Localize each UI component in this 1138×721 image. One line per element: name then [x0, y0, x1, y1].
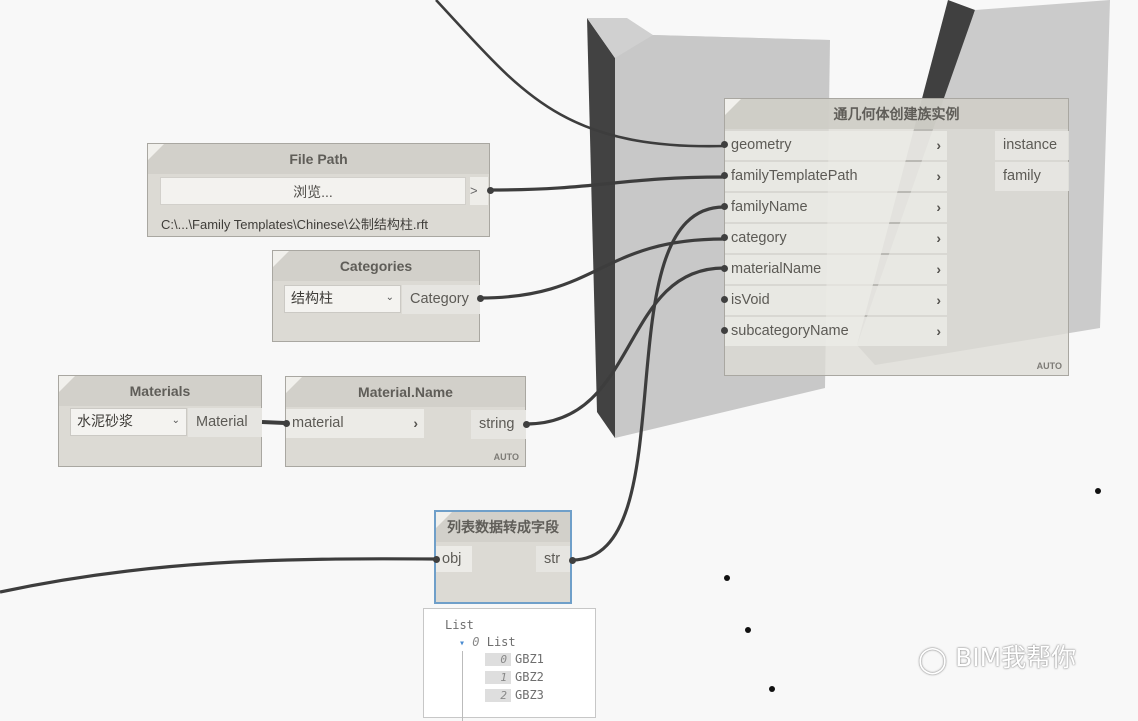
port-dot	[720, 202, 728, 210]
input-port-label: geometry	[731, 137, 792, 153]
str-output-port[interactable]: str	[536, 546, 570, 572]
preview-root-label: List	[445, 618, 474, 632]
input-port-label: familyName	[731, 199, 808, 215]
geometry-point	[1095, 488, 1101, 494]
chevron-right-icon[interactable]: ›	[413, 415, 418, 431]
material-input-label: material	[292, 415, 344, 431]
preview-list-item: 2 GBZ3	[485, 688, 544, 702]
input-port-category[interactable]: category ›	[725, 224, 947, 253]
material-selected-value: 水泥砂浆	[77, 413, 133, 429]
port-dot	[486, 186, 494, 194]
preview-item-value: GBZ2	[515, 670, 544, 684]
preview-list-item: 1 GBZ2	[485, 670, 544, 684]
port-dot	[432, 555, 440, 563]
chevron-right-icon[interactable]: ›	[936, 292, 941, 308]
input-port-geometry[interactable]: geometry ›	[725, 131, 947, 160]
input-port-label: familyTemplatePath	[731, 168, 858, 184]
geometry-point	[724, 575, 730, 581]
port-dot	[282, 419, 290, 427]
chevron-right-icon[interactable]: ›	[936, 230, 941, 246]
category-dropdown[interactable]: 结构柱 ⌄	[284, 285, 401, 313]
categories-node[interactable]: Categories 结构柱 ⌄ Category	[272, 250, 480, 342]
material-dropdown[interactable]: 水泥砂浆 ⌄	[70, 408, 187, 436]
input-port-subcategoryname[interactable]: subcategoryName ›	[725, 317, 947, 346]
wechat-icon: ◯	[918, 645, 948, 675]
chevron-right-icon[interactable]: ›	[936, 199, 941, 215]
preview-item-index: 0	[485, 653, 511, 666]
lacing-label: AUTO	[493, 452, 519, 462]
input-port-isvoid[interactable]: isVoid ›	[725, 286, 947, 315]
material-name-node-title: Material.Name	[286, 377, 525, 407]
preview-item-value: GBZ3	[515, 688, 544, 702]
preview-list-item: 0 GBZ1	[485, 652, 544, 666]
chevron-right-icon[interactable]: ›	[936, 261, 941, 277]
port-dot	[720, 264, 728, 272]
input-port-label: category	[731, 230, 787, 246]
preview-tree-line	[462, 651, 463, 721]
output-port-instance[interactable]: instance	[995, 131, 1069, 160]
geometry-point	[769, 686, 775, 692]
chevron-right-icon[interactable]: ›	[936, 137, 941, 153]
input-port-familyname[interactable]: familyName ›	[725, 193, 947, 222]
port-dot	[720, 140, 728, 148]
category-selected-value: 结构柱	[291, 290, 333, 306]
file-path-output-port[interactable]: >	[470, 177, 488, 205]
material-name-node[interactable]: Material.Name material › string AUTO	[285, 376, 526, 467]
preview-sublist-header[interactable]: ▾ 0 List	[459, 635, 516, 649]
category-output-port[interactable]: Category	[402, 285, 480, 314]
port-dot	[476, 294, 484, 302]
chevron-right-icon[interactable]: ›	[936, 323, 941, 339]
input-port-materialname[interactable]: materialName ›	[725, 255, 947, 284]
browse-button[interactable]: 浏览...	[160, 177, 466, 205]
list-to-string-node-title: 列表数据转成字段	[436, 512, 570, 542]
port-dot	[568, 556, 576, 564]
preview-sublist-index: 0	[472, 635, 480, 649]
material-output-port[interactable]: Material	[188, 408, 262, 437]
port-dot	[720, 295, 728, 303]
list-to-string-node[interactable]: 列表数据转成字段 obj str	[434, 510, 572, 604]
port-dot	[522, 420, 530, 428]
material-input-port[interactable]: material ›	[286, 409, 424, 438]
port-dot	[720, 171, 728, 179]
port-dot	[720, 233, 728, 241]
input-port-label: subcategoryName	[731, 323, 849, 339]
output-port-family[interactable]: family	[995, 162, 1069, 191]
create-family-node-title: 通几何体创建族实例	[725, 99, 1068, 129]
obj-input-port[interactable]: obj	[436, 546, 472, 572]
triangle-down-icon[interactable]: ▾	[459, 638, 466, 649]
chevron-right-icon[interactable]: ›	[936, 168, 941, 184]
string-output-port[interactable]: string	[471, 410, 526, 439]
preview-sublist-label: List	[486, 635, 516, 649]
watermark-text: BIM我帮你	[955, 643, 1077, 672]
file-path-value: C:\...\Family Templates\Chinese\公制结构柱.rf…	[161, 217, 429, 232]
chevron-down-icon: ⌄	[171, 415, 180, 426]
materials-node[interactable]: Materials 水泥砂浆 ⌄ Material	[58, 375, 262, 467]
create-family-instance-node[interactable]: 通几何体创建族实例 geometry›familyTemplatePath›fa…	[724, 98, 1069, 376]
preview-item-value: GBZ1	[515, 652, 544, 666]
preview-item-index: 2	[485, 689, 511, 702]
lacing-label: AUTO	[1036, 361, 1062, 371]
port-dot	[720, 326, 728, 334]
categories-node-title: Categories	[273, 251, 479, 281]
input-port-label: isVoid	[731, 292, 770, 308]
materials-node-title: Materials	[59, 376, 261, 406]
geometry-point	[745, 627, 751, 633]
file-path-node[interactable]: File Path 浏览... > C:\...\Family Template…	[147, 143, 490, 237]
input-port-label: materialName	[731, 261, 822, 277]
geometry-box1-side	[587, 18, 615, 438]
watermark: ◯ BIM我帮你	[918, 638, 1077, 675]
input-port-familytemplatepath[interactable]: familyTemplatePath ›	[725, 162, 947, 191]
preview-item-index: 1	[485, 671, 511, 684]
file-path-node-title: File Path	[148, 144, 489, 174]
chevron-down-icon: ⌄	[385, 292, 394, 303]
